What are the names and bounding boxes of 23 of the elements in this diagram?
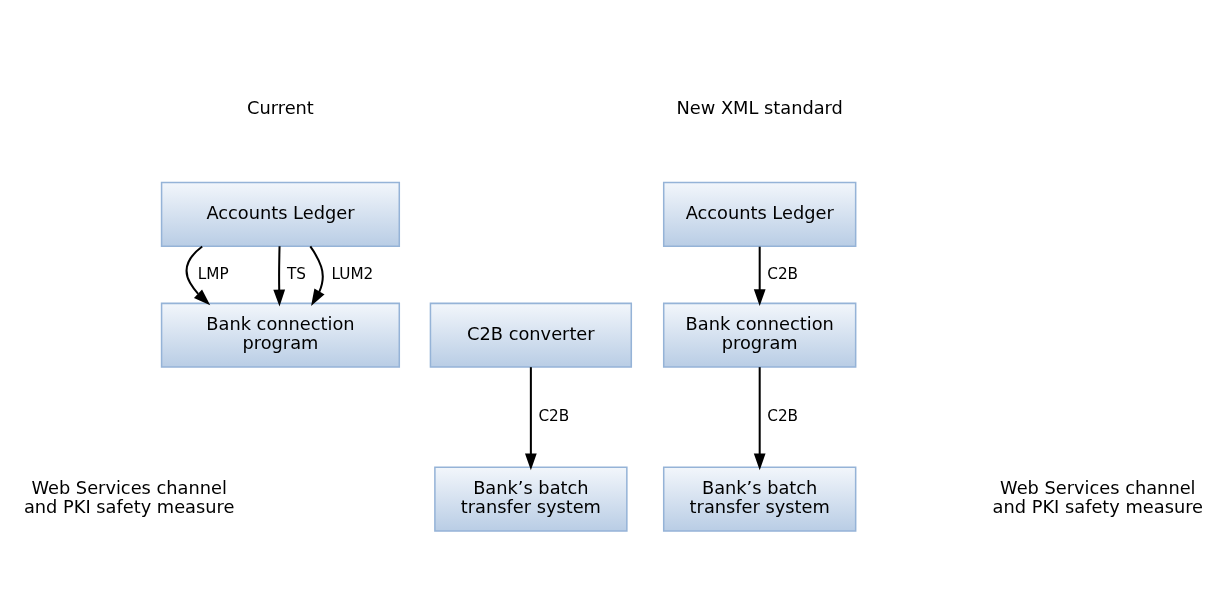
edge-label: C2B [538, 406, 570, 425]
node-box: Bank connection program [662, 302, 857, 368]
edge-label: C2B [767, 264, 799, 283]
arrow [753, 366, 766, 470]
node-box: Accounts Ledger [662, 181, 857, 247]
edge-label: C2B [767, 406, 799, 425]
node-box: Bank’s batch transfer system [662, 466, 857, 532]
arrow [309, 245, 325, 306]
arrow [185, 245, 211, 305]
label: Web Services channel and PKI safety measure [992, 476, 1204, 517]
label: Current [247, 96, 314, 118]
edge-label: TS [286, 264, 306, 283]
node-box: C2B converter [429, 302, 633, 368]
edge-label: LUM2 [331, 264, 374, 283]
arrow [525, 366, 537, 470]
arrow [273, 245, 286, 306]
edge-label: LMP [197, 264, 229, 283]
node-box: Bank connection program [160, 302, 401, 368]
label: New XML standard [676, 96, 843, 118]
node-box: Bank’s batch transfer system [434, 466, 628, 532]
label: Web Services channel and PKI safety measure [23, 476, 235, 517]
arrow [753, 246, 766, 306]
node-box: Accounts Ledger [160, 181, 401, 247]
